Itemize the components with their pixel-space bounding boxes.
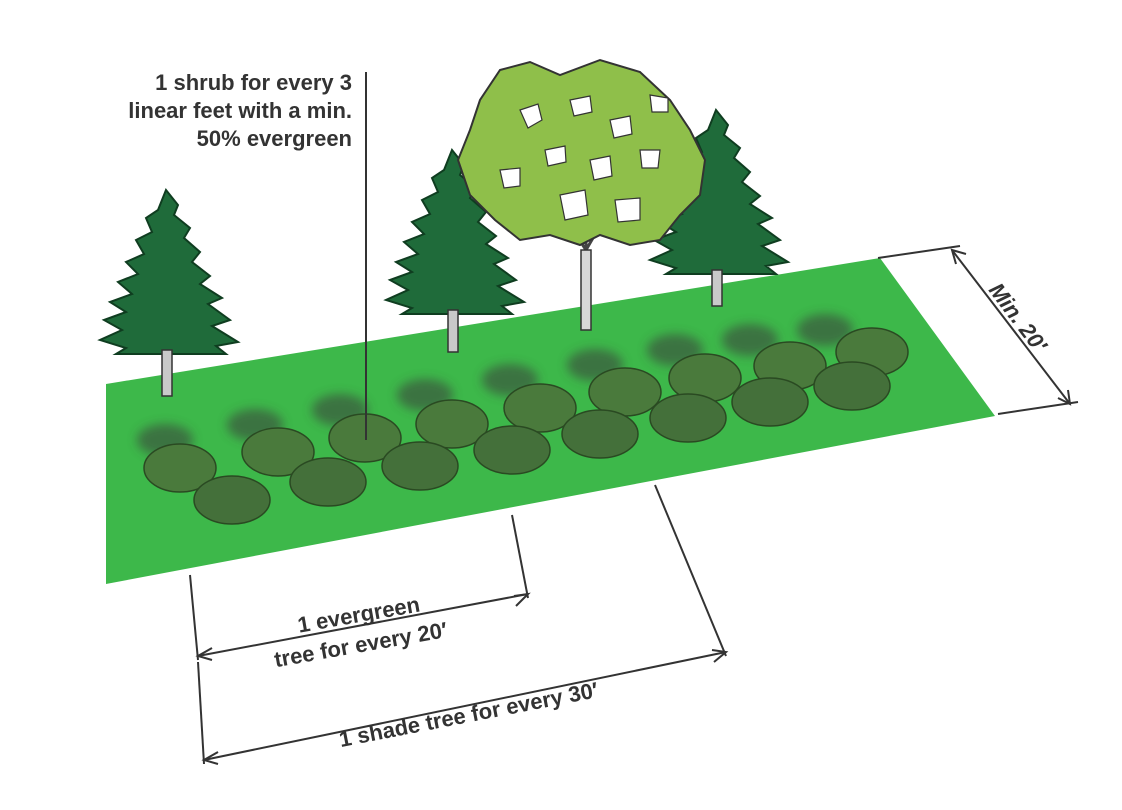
width-dimension bbox=[877, 245, 1079, 415]
shrub-note-line1: 1 shrub for every 3 bbox=[155, 70, 352, 95]
shrub-note-line2: linear feet with a min. bbox=[128, 98, 352, 123]
shrub-row-back bbox=[143, 327, 909, 493]
buffer-width-label: Min. 20′ bbox=[984, 278, 1053, 358]
evergreen-dimension bbox=[189, 514, 531, 661]
evergreen-tree-left bbox=[97, 188, 241, 397]
evergreen-tree-middle bbox=[383, 148, 527, 353]
shrub-note-line3: 50% evergreen bbox=[197, 126, 352, 151]
shade-dimension bbox=[197, 484, 729, 765]
shrub-cluster bbox=[137, 314, 909, 525]
shade-note: 1 shade tree for every 30′ bbox=[337, 677, 600, 752]
shade-tree bbox=[456, 58, 707, 331]
shrub-row-front bbox=[193, 361, 891, 525]
